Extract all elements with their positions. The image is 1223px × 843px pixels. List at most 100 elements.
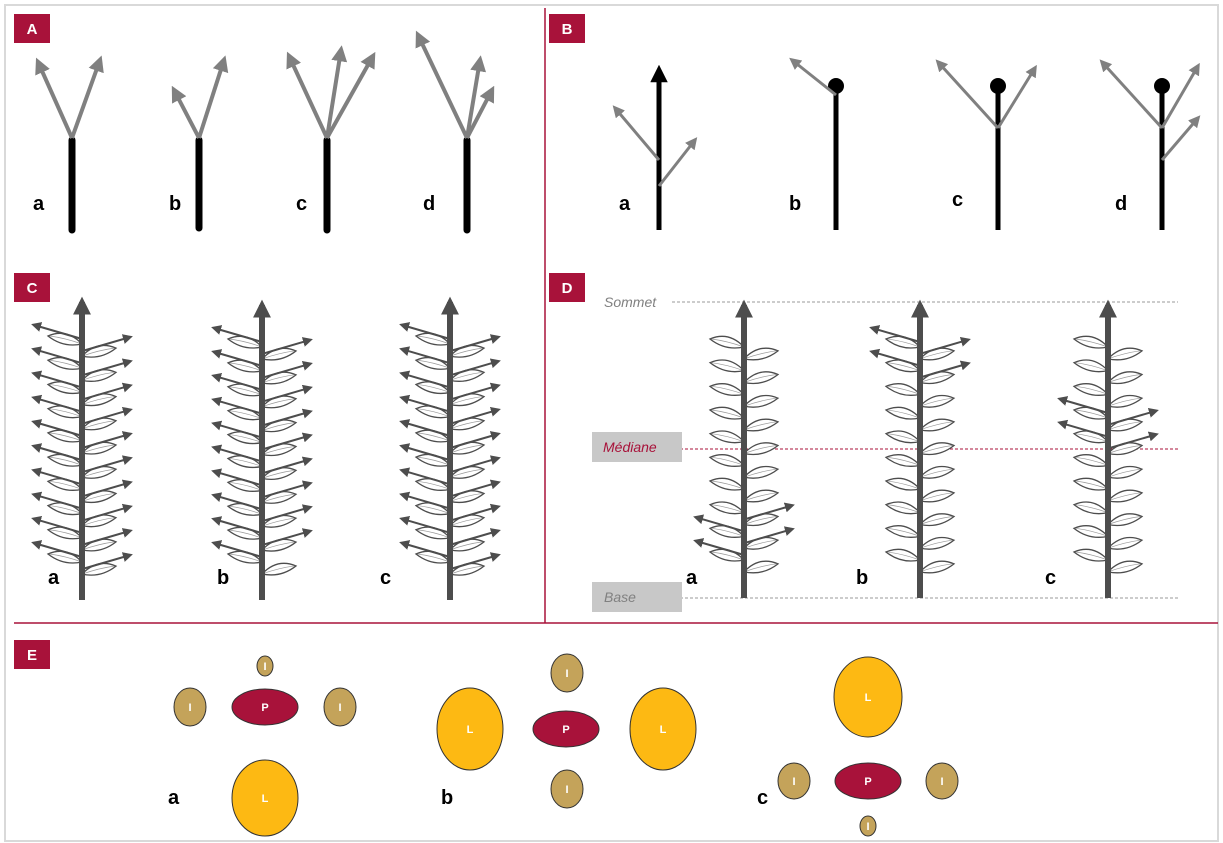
branch-arrow bbox=[612, 105, 661, 161]
panel-d-stalk-b bbox=[869, 299, 971, 598]
shoot-arrow bbox=[81, 503, 133, 522]
shoot-arrow bbox=[81, 406, 133, 425]
svg-text:I: I bbox=[263, 661, 266, 673]
shoot-arrow bbox=[399, 491, 451, 510]
shoot-arrow bbox=[31, 491, 83, 510]
svg-text:A: A bbox=[27, 21, 38, 38]
shoot-arrow bbox=[1057, 419, 1109, 438]
base-label: Base bbox=[604, 589, 636, 605]
shoot-arrow bbox=[399, 515, 451, 534]
shoot-arrow bbox=[31, 540, 83, 558]
branch-arrow bbox=[1160, 115, 1201, 161]
branch-arrow bbox=[70, 55, 104, 139]
shoot-arrow bbox=[261, 456, 313, 475]
shoot-arrow bbox=[919, 360, 971, 379]
diagram-label: a bbox=[33, 193, 45, 215]
shoot-arrow bbox=[81, 334, 133, 353]
shoot-arrow bbox=[211, 492, 263, 511]
shoot-arrow bbox=[449, 406, 501, 425]
shoot-arrow bbox=[211, 396, 263, 415]
shoot-arrow bbox=[81, 552, 133, 571]
panel-tag-D: D bbox=[549, 273, 585, 302]
shoot-arrow bbox=[399, 443, 451, 462]
bud-main-icon: P bbox=[834, 762, 902, 800]
panel-a-diagram-a: a bbox=[33, 55, 104, 234]
shoot-arrow bbox=[31, 394, 83, 413]
panel-b-diagram-d: d bbox=[1099, 59, 1201, 230]
shoot-arrow bbox=[399, 346, 451, 365]
panel-e-diagram-c: L I P I I c bbox=[757, 656, 959, 837]
shoot-arrow bbox=[449, 334, 501, 353]
shoot-arrow bbox=[211, 444, 263, 463]
panel-c: a b c bbox=[31, 296, 501, 600]
bud-small-icon: I bbox=[256, 655, 274, 677]
shoot-arrow bbox=[919, 336, 971, 355]
shoot-arrow bbox=[399, 394, 451, 413]
svg-text:I: I bbox=[188, 702, 191, 714]
panel-b-diagram-a: a bbox=[612, 64, 698, 230]
shoot-arrow bbox=[743, 502, 795, 521]
shoot-arrow bbox=[399, 370, 451, 389]
svg-text:L: L bbox=[467, 724, 474, 736]
branch-arrow bbox=[935, 59, 1000, 130]
bud-small-icon: I bbox=[859, 815, 877, 837]
branch-arrow bbox=[1099, 59, 1164, 130]
svg-text:L: L bbox=[262, 793, 269, 805]
shoot-arrow bbox=[81, 455, 133, 474]
shoot-arrow bbox=[449, 479, 501, 498]
diagram-label: a bbox=[686, 567, 698, 589]
shoot-arrow bbox=[211, 468, 263, 487]
shoot-arrow bbox=[449, 431, 501, 449]
panel-e-diagram-b: I L P L I b bbox=[436, 653, 697, 809]
shoot-arrow bbox=[261, 432, 313, 451]
bud-small-icon: I bbox=[550, 653, 584, 693]
panel-b-diagram-b: b bbox=[789, 57, 844, 230]
base-label-box bbox=[592, 582, 682, 612]
shoot-arrow bbox=[261, 504, 313, 523]
shoot-arrow bbox=[1107, 407, 1159, 426]
shoot-arrow bbox=[81, 382, 133, 401]
bud-small-icon: I bbox=[173, 687, 207, 727]
diagram-label: a bbox=[168, 787, 180, 809]
bud-small-icon: I bbox=[925, 762, 959, 800]
summit-label: Sommet bbox=[604, 294, 657, 310]
shoot-arrow bbox=[81, 528, 133, 546]
svg-text:B: B bbox=[562, 21, 573, 38]
svg-text:L: L bbox=[660, 724, 667, 736]
figure-frame bbox=[4, 4, 1219, 842]
diagram-label: c bbox=[1045, 567, 1056, 589]
shoot-arrow bbox=[449, 455, 501, 474]
bud-main-icon: P bbox=[532, 710, 600, 748]
shoot-arrow bbox=[693, 514, 745, 533]
median-label-box bbox=[592, 432, 682, 462]
shoot-arrow bbox=[449, 552, 501, 571]
svg-text:C: C bbox=[27, 280, 38, 297]
panel-c-stalk-c bbox=[399, 296, 501, 600]
diagram-label: c bbox=[757, 787, 768, 809]
panel-a: a b c d bbox=[33, 30, 495, 234]
branch-arrow bbox=[657, 137, 698, 187]
svg-text:P: P bbox=[261, 702, 268, 714]
shoot-arrow bbox=[31, 370, 83, 389]
shoot-arrow bbox=[261, 337, 313, 355]
bud-main-icon: P bbox=[231, 688, 299, 726]
shoot-arrow bbox=[261, 360, 313, 379]
branch-arrow bbox=[996, 64, 1037, 129]
panel-tag-A: A bbox=[14, 14, 50, 43]
shoot-arrow bbox=[81, 358, 133, 377]
shoot-arrow bbox=[31, 467, 83, 486]
shoot-arrow bbox=[869, 325, 921, 343]
shoot-arrow bbox=[449, 382, 501, 401]
panel-d-stalk-c bbox=[1057, 299, 1159, 598]
branch-arrow bbox=[35, 57, 74, 139]
terminal-bud-icon bbox=[990, 78, 1006, 94]
branch-arrow bbox=[325, 45, 348, 139]
median-label: Médiane bbox=[603, 439, 657, 455]
shoot-arrow bbox=[869, 348, 921, 367]
diagram-label: a bbox=[619, 193, 631, 215]
diagram-label: b bbox=[217, 567, 229, 589]
panel-b-diagram-c: c bbox=[935, 59, 1037, 230]
shoot-arrow bbox=[211, 372, 263, 391]
shoot-arrow bbox=[743, 526, 795, 545]
panel-d-stalk-a bbox=[693, 299, 795, 598]
